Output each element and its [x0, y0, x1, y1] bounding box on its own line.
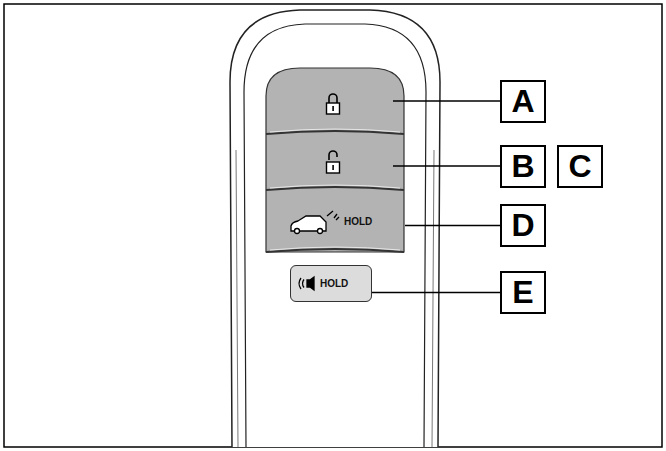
image-frame [4, 4, 662, 447]
callout-letter-text: B [511, 148, 534, 185]
button-separator [266, 187, 404, 190]
button-highlight [270, 247, 400, 250]
leader-line [405, 225, 500, 226]
button-label: HOLD [344, 216, 372, 227]
callout-letter-text: C [568, 148, 591, 185]
fob-side-line [236, 150, 238, 447]
callout-letter-text: E [512, 274, 533, 311]
callout-letter-text: D [511, 207, 534, 244]
button-panel [266, 68, 404, 252]
fob-outer-shell [230, 10, 440, 447]
back-door-button: HOLD [266, 194, 405, 248]
lock-icon [327, 94, 340, 114]
fob-inner-edge [244, 24, 426, 447]
leader-line [393, 100, 500, 101]
panic-icon [299, 277, 314, 290]
back-door-icon [291, 211, 339, 234]
button-separator [266, 249, 404, 252]
callout-letter-text: A [511, 83, 534, 120]
callout-letter: A [500, 80, 546, 123]
callout-letter: E [500, 271, 546, 314]
unlock-icon [327, 151, 340, 173]
button-highlight [270, 129, 400, 132]
leader-line [393, 165, 500, 166]
fob-side-line [432, 150, 434, 447]
button-label: HOLD [320, 278, 348, 289]
callout-letter: C [557, 145, 603, 188]
callout-letter: B [500, 145, 546, 188]
panic-button-label: HOLD [290, 265, 372, 302]
button-separator [266, 131, 404, 134]
leader-line [372, 292, 500, 293]
panic-button [290, 265, 372, 302]
button-highlight [270, 185, 400, 188]
callout-letter: D [500, 204, 546, 247]
